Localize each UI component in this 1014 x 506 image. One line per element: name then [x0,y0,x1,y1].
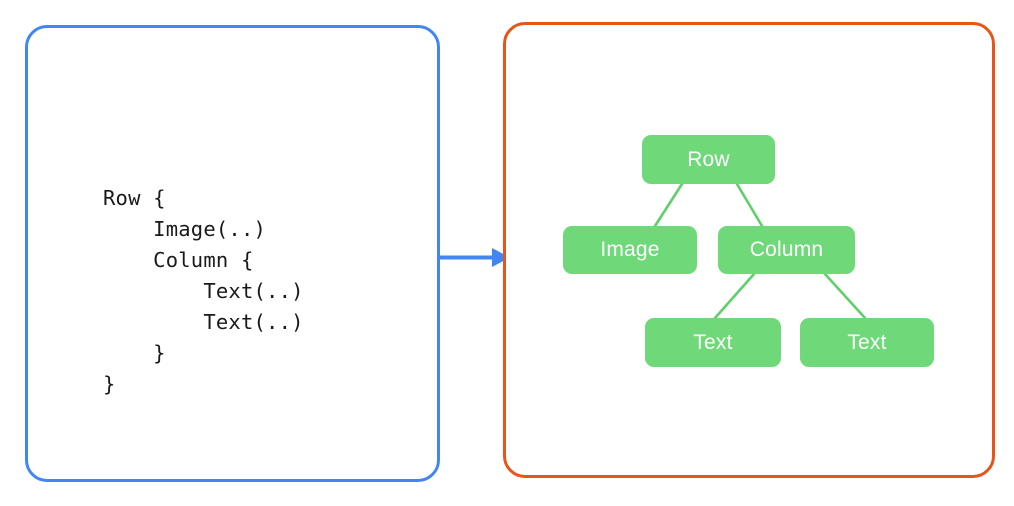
tree-node-column[interactable]: Column [718,226,855,274]
code-snippet: Row { Image(..) Column { Text(..) Text(.… [103,186,304,396]
tree-node-text-1[interactable]: Text [645,318,781,367]
tree-node-row[interactable]: Row [642,135,775,184]
tree-node-image[interactable]: Image [563,226,697,274]
code-panel: Row { Image(..) Column { Text(..) Text(.… [25,25,440,482]
tree-node-text-2[interactable]: Text [800,318,934,367]
arrow-head-icon [492,248,510,267]
flow-arrow [438,248,510,267]
